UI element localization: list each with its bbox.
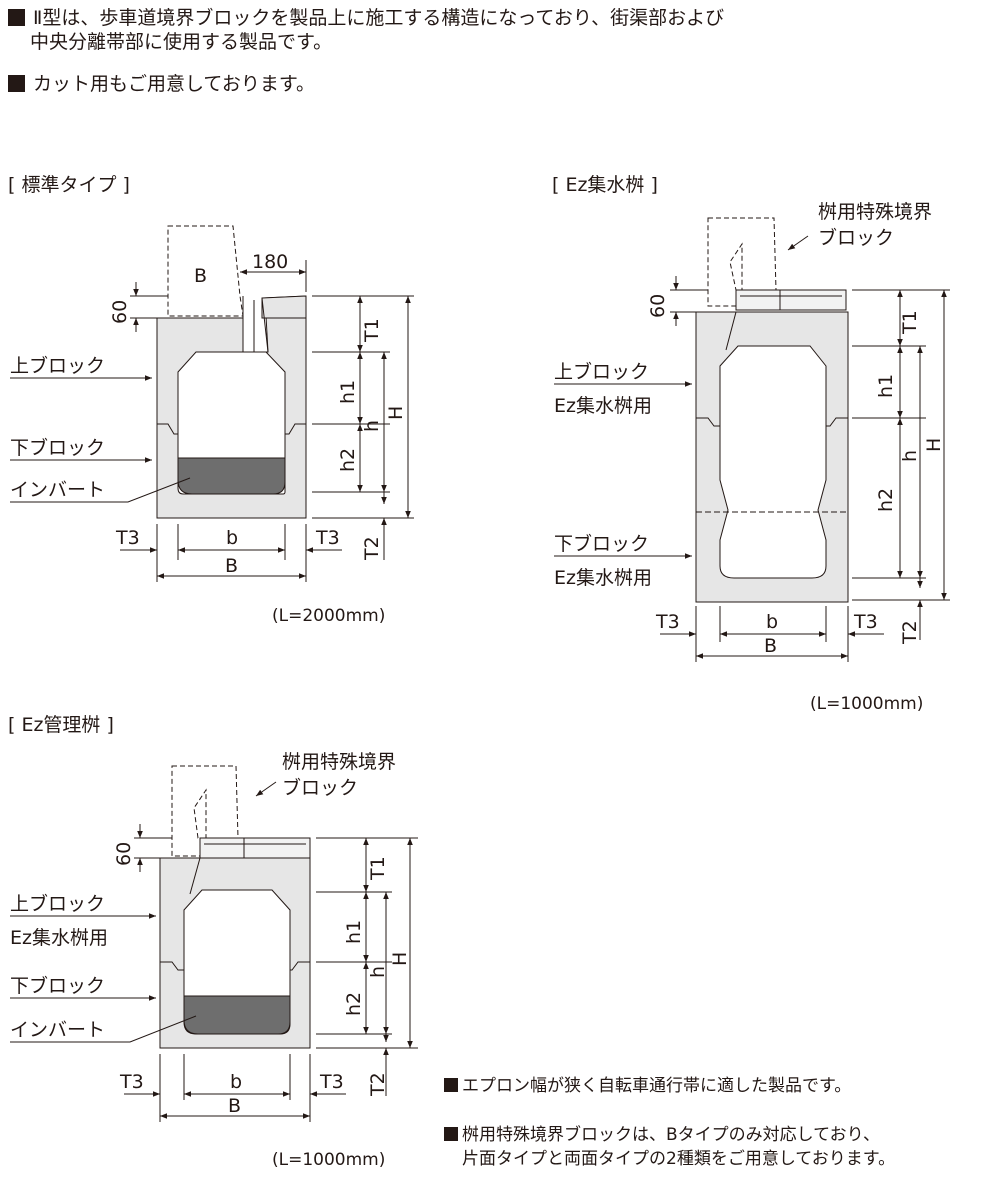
ezc-special-curb-1: 桝用特殊境界 [818,201,932,223]
ezm-upper-sub: Ez集水桝用 [10,927,108,949]
ezm-upper-block: 上ブロック [10,892,105,915]
ezc-lbl-T3-left: T3 [655,611,680,633]
ezm-lbl-H: H [389,952,411,966]
ezc-lbl-h1: h1 [875,374,897,398]
std-lbl-h2: h2 [337,448,359,472]
ezc-lbl-b: b [766,611,778,633]
ezc-upper-block: 上ブロック [554,360,649,383]
ezc-lbl-T2: T2 [899,620,921,645]
ezm-lower-block: 下ブロック [10,974,105,997]
bullet-square-icon [8,75,25,92]
ez-manage-drawing [10,765,418,1122]
ezc-lbl-H: H [923,438,945,452]
bullet-square-icon [444,1127,458,1141]
ezm-lbl-T1: T1 [367,856,389,881]
std-lbl-H: H [385,406,407,420]
ez-manage-invert [183,995,291,1035]
std-lbl-T3-right: T3 [315,527,340,549]
std-lbl-B: B [225,555,238,577]
ez-catch-title: [ Ez集水桝 ] [552,174,658,196]
ezc-lbl-h: h [899,450,921,462]
ezm-lbl-h2: h2 [343,992,365,1016]
bottom-note-1: エプロン幅が狭く自転車通行帯に適した製品です。 [444,1074,851,1098]
ezm-special-curb-1: 桝用特殊境界 [282,751,396,773]
std-lbl-h: h [361,420,383,432]
ezc-upper-sub: Ez集水桝用 [554,395,652,417]
ezm-lbl-T3-left: T3 [119,1071,144,1093]
standard-labels: B 180 60 T1 h1 h H h2 T2 T3 T3 b B 上ブロック… [10,251,407,577]
ezc-lbl-B: B [764,635,777,657]
std-lbl-T1: T1 [361,318,383,343]
bullet-square-icon [444,1078,458,1092]
ez-catch-labels: 桝用特殊境界 ブロック 60 T1 h1 h H h2 T2 T3 T3 b B… [554,201,945,657]
ez-catch-drawing [554,217,950,662]
ez-manage-title: [ Ez管理桝 ] [8,714,114,736]
ezm-lbl-h1: h1 [343,920,365,944]
std-lbl-T3-left: T3 [115,527,140,549]
bullet-square-icon [8,9,25,26]
std-lower-block: 下ブロック [10,436,105,459]
ezc-lbl-60: 60 [647,294,669,318]
ez-catch-cavity [719,345,827,579]
standard-invert [177,457,286,495]
intro-note-2: カット用もご用意しております。 [8,72,315,96]
ezc-lower-sub: Ez集水桝用 [554,567,652,589]
ezc-lbl-T1: T1 [899,310,921,335]
std-lbl-b: b [226,527,238,549]
std-lbl-B-top: B [194,265,207,287]
ezm-lbl-B: B [228,1095,241,1117]
ezm-lbl-h: h [367,966,389,978]
ezc-lbl-T3-right: T3 [853,611,878,633]
bottom-note-2: 桝用特殊境界ブロックは、Bタイプのみ対応しており、 片面タイプと両面タイプの2種… [444,1123,895,1171]
ezm-lbl-T3-right: T3 [319,1071,344,1093]
std-upper-block: 上ブロック [10,354,105,377]
standard-drawing [10,225,414,582]
ezc-lbl-h2: h2 [875,488,897,512]
std-lbl-180: 180 [252,251,288,273]
ezm-lbl-b: b [230,1071,242,1093]
std-lbl-60: 60 [109,300,131,324]
std-lbl-T2: T2 [361,536,383,561]
ez-manage-labels: 桝用特殊境界 ブロック 60 T1 h1 h H h2 T2 T3 T3 b B… [10,751,411,1117]
std-lbl-h1: h1 [337,380,359,404]
standard-title: [ 標準タイプ ] [8,174,130,196]
ezm-lbl-60: 60 [113,842,135,866]
intro-note-1: Ⅱ型は、歩車道境界ブロックを製品上に施工する構造になっており、街渠部および 中央… [8,6,724,54]
ez-catch-length-note: (L=1000mm) [810,694,924,714]
ezc-lower-block: 下ブロック [554,532,649,555]
ez-manage-length-note: (L=1000mm) [272,1150,386,1170]
std-invert: インバート [10,479,105,501]
standard-length-note: (L=2000mm) [272,606,386,626]
ezm-special-curb-2: ブロック [282,776,358,799]
ezm-invert: インバート [10,1019,105,1041]
ezm-lbl-T2: T2 [367,1072,389,1097]
ezc-special-curb-2: ブロック [818,226,894,249]
